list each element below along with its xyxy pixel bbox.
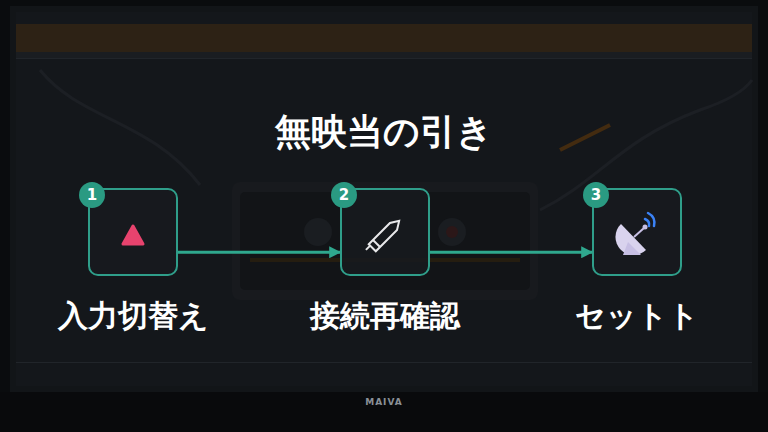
step-node: 2接続再確認 [340, 188, 430, 276]
step-label: 入力切替え [58, 296, 209, 337]
step-number: 1 [79, 182, 105, 208]
step-number: 3 [583, 182, 609, 208]
step-label: 接続再確認 [310, 296, 460, 337]
step-number: 2 [331, 182, 357, 208]
diagram-title: 無映当の引き [0, 108, 768, 157]
brand-label: MAIVA [0, 397, 768, 407]
step-node: 3セットト [592, 188, 682, 276]
step-label: セットト [575, 296, 699, 337]
step-node: 1入力切替え [88, 188, 178, 276]
flow-arrow [178, 251, 340, 254]
flow-arrow [430, 251, 592, 254]
